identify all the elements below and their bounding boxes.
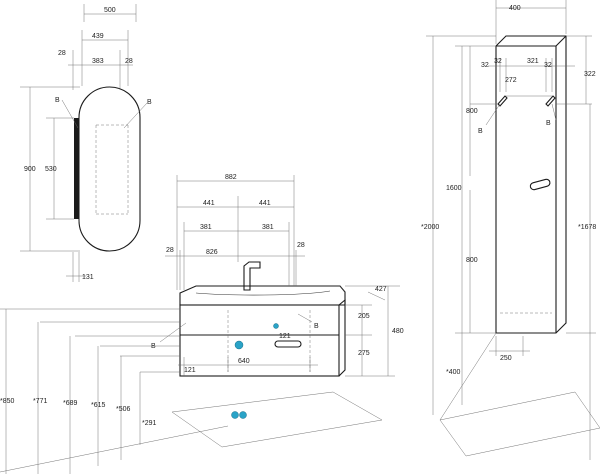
dim-mirror-131: 131 [82, 274, 94, 281]
dim-mirror-28-right: 28 [125, 58, 133, 65]
wall-marker [273, 323, 279, 329]
column-floor-plane [439, 391, 600, 457]
dim-cabinet-480: 480 [392, 328, 404, 335]
dim-cabinet-28-right: 28 [297, 242, 305, 249]
dim-column-800-lower: 800 [466, 257, 478, 264]
dim-column-272: 272 [505, 77, 517, 84]
cabinet-view: B B 882 441 441 381 381 28 826 28 427 20 [0, 174, 404, 474]
dim-cabinet-121-right: 121 [279, 333, 291, 340]
dim-mirror-28-left: 28 [58, 50, 66, 57]
dim-column-250: 250 [500, 355, 512, 362]
column-handle [529, 178, 551, 191]
dim-column-32-c: 32 [544, 62, 552, 69]
dim-column-1678: *1678 [578, 224, 596, 231]
dim-height-771: *771 [33, 398, 48, 405]
dim-mirror-530: 530 [45, 166, 57, 173]
dim-cabinet-381-left: 381 [200, 224, 212, 231]
dim-column-floor-400: *400 [446, 369, 461, 376]
faucet [243, 261, 261, 291]
dim-height-850: *850 [0, 398, 15, 405]
dim-cabinet-441-right: 441 [259, 200, 271, 207]
column-view: 400 32 32 272 321 32 B B 322 800 1600 [421, 0, 600, 460]
height-dims [0, 309, 229, 474]
basin-top [179, 285, 346, 306]
dim-height-615: *615 [91, 402, 106, 409]
marker-b-mirror-right: B [147, 99, 152, 106]
dim-mirror-900: 900 [24, 166, 36, 173]
dim-cabinet-275: 275 [358, 350, 370, 357]
mirror-outline [78, 86, 141, 252]
dim-column-322: 322 [584, 71, 596, 78]
dim-cabinet-427: 427 [375, 286, 387, 293]
dim-column-1600: 1600 [446, 185, 462, 192]
marker-b-column-right: B [546, 120, 551, 127]
drain-marker [234, 340, 244, 350]
dim-cabinet-640: 640 [238, 358, 250, 365]
mirror-view: 500 439 28 383 28 B B 900 530 131 [20, 4, 152, 282]
dim-mirror-500: 500 [104, 7, 116, 14]
dim-column-400: 400 [509, 5, 521, 12]
cabinet-body [179, 304, 340, 377]
dim-column-321: 321 [527, 58, 539, 65]
cabinet-floor-plane [171, 391, 383, 448]
dim-height-689: *689 [63, 400, 78, 407]
drawer-handle [274, 340, 302, 348]
dim-cabinet-28-left: 28 [166, 247, 174, 254]
pipe-marker-left [231, 411, 239, 419]
dim-cabinet-381-right: 381 [262, 224, 274, 231]
dim-height-291: *291 [142, 420, 157, 427]
marker-b-cabinet-right: B [314, 323, 319, 330]
dim-cabinet-441-left: 441 [203, 200, 215, 207]
dim-column-32-b: 32 [494, 58, 502, 65]
pipe-marker-right [239, 411, 247, 419]
dim-column-2000: *2000 [421, 224, 439, 231]
dim-height-506: *506 [116, 406, 131, 413]
dim-cabinet-826: 826 [206, 249, 218, 256]
mirror-side-panel [74, 118, 79, 219]
marker-b-column-left: B [478, 128, 483, 135]
dim-cabinet-121-left: 121 [184, 367, 196, 374]
dim-cabinet-882: 882 [225, 174, 237, 181]
marker-b-mirror-left: B [55, 97, 60, 104]
dim-column-32-a: 32 [481, 62, 489, 69]
dim-mirror-439: 439 [92, 33, 104, 40]
dim-cabinet-205: 205 [358, 313, 370, 320]
dim-mirror-383: 383 [92, 58, 104, 65]
marker-b-cabinet-left: B [151, 343, 156, 350]
dim-column-800-upper: 800 [466, 108, 478, 115]
